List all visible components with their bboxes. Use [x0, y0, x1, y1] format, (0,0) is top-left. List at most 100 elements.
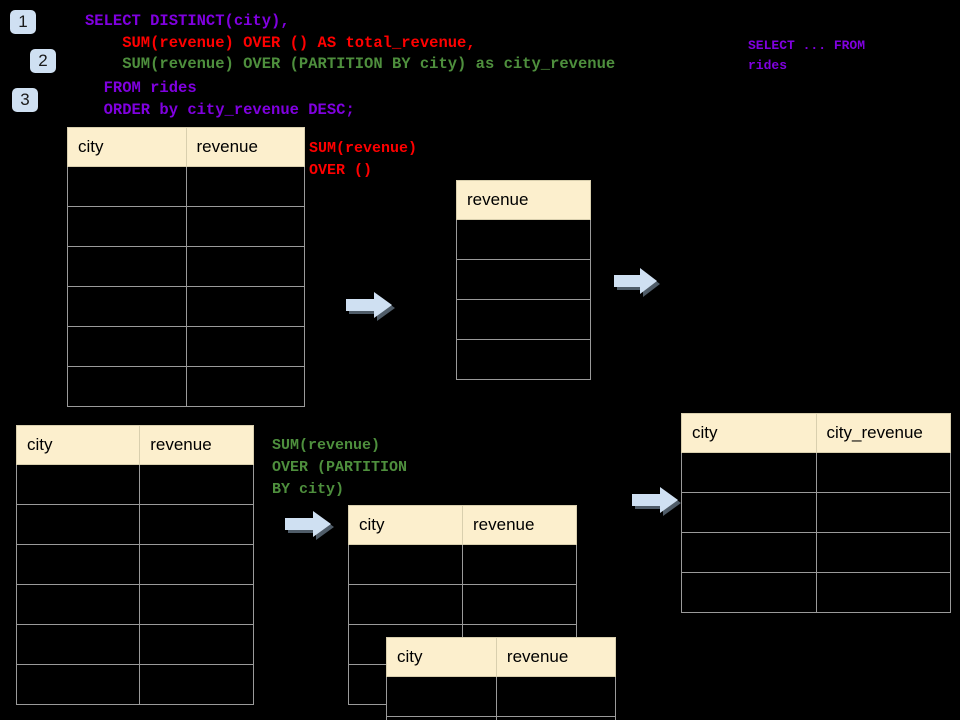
table-row [456, 219, 591, 260]
table-row [456, 339, 591, 380]
table-header-row: revenue [456, 180, 591, 220]
table-cell-revenue [185, 326, 305, 367]
table-cell-revenue [139, 504, 254, 545]
source-table-top: city revenue [67, 127, 305, 407]
table-cell-revenue [495, 716, 617, 720]
table-cell-city [67, 326, 187, 367]
table-header-row: city revenue [348, 505, 577, 545]
result-table: city city_revenue [681, 413, 951, 613]
source-table-bottom: city revenue [15, 425, 254, 705]
step-badge-1[interactable]: 1 [10, 10, 36, 34]
table-header-row: city city_revenue [681, 413, 951, 453]
total-revenue-table: revenue [456, 180, 591, 380]
column-header-city: city [15, 425, 141, 465]
column-header-revenue: revenue [462, 505, 577, 545]
table-cell-city [348, 584, 463, 625]
table-cell-city [15, 544, 141, 585]
table-cell-city [15, 464, 141, 505]
column-header-revenue: revenue [495, 637, 617, 677]
sql-line-city-revenue: SUM(revenue) OVER (PARTITION BY city) as… [85, 55, 616, 73]
table-cell-revenue [139, 464, 254, 505]
table-row [15, 624, 254, 665]
table-cell-revenue [139, 624, 254, 665]
table-cell-city [67, 286, 187, 327]
sql-line-select: SELECT DISTINCT(city), [85, 12, 290, 30]
column-header-revenue: revenue [456, 180, 591, 220]
table-cell-city [15, 584, 141, 625]
sql-line-total-revenue: SUM(revenue) OVER () AS total_revenue, [85, 33, 476, 52]
column-header-revenue: revenue [185, 127, 305, 167]
table-cell-revenue [456, 339, 591, 380]
table-cell-city-revenue [815, 492, 951, 533]
table-row [15, 464, 254, 505]
table-row [456, 299, 591, 340]
table-cell-city [15, 664, 141, 705]
table-row [67, 206, 305, 247]
table-row [456, 259, 591, 300]
sql-line-order-by: ORDER by city_revenue DESC; [85, 101, 355, 119]
column-header-city: city [681, 413, 817, 453]
table-row [681, 452, 951, 493]
table-cell-revenue [456, 219, 591, 260]
table-cell-revenue [462, 544, 577, 585]
arrow-total-to-result-icon [614, 268, 660, 297]
table-row [67, 326, 305, 367]
table-cell-city [681, 492, 817, 533]
table-cell-revenue [456, 259, 591, 300]
table-cell-city [15, 624, 141, 665]
table-cell-city [681, 572, 817, 613]
table-cell-revenue [185, 246, 305, 287]
table-cell-city [386, 716, 497, 720]
table-cell-revenue [139, 544, 254, 585]
annotation-sum-over-empty: SUM(revenue) OVER () [309, 140, 418, 179]
step-badge-2[interactable]: 2 [30, 49, 56, 73]
sidenote-select-from-rides: SELECT ... FROM rides [748, 38, 866, 73]
step-badge-3[interactable]: 3 [12, 88, 38, 112]
table-row [67, 166, 305, 207]
table-cell-revenue [139, 664, 254, 705]
partition-table-front: city revenue [386, 637, 617, 720]
table-cell-revenue [456, 299, 591, 340]
table-row [15, 504, 254, 545]
table-row [386, 676, 617, 717]
table-cell-city [67, 166, 187, 207]
table-cell-revenue [185, 286, 305, 327]
table-cell-city [67, 246, 187, 287]
arrow-source-to-partition-icon [285, 511, 334, 540]
table-header-row: city revenue [67, 127, 305, 167]
column-header-revenue: revenue [139, 425, 254, 465]
column-header-city-revenue: city_revenue [815, 413, 951, 453]
table-row [67, 246, 305, 287]
table-row [15, 664, 254, 705]
table-row [348, 544, 577, 585]
table-cell-revenue [495, 676, 617, 717]
table-row [67, 366, 305, 407]
table-row [15, 584, 254, 625]
column-header-city: city [386, 637, 497, 677]
table-cell-city-revenue [815, 532, 951, 573]
table-cell-revenue [462, 584, 577, 625]
table-row [15, 544, 254, 585]
table-header-row: city revenue [386, 637, 617, 677]
table-cell-city [67, 366, 187, 407]
table-cell-city-revenue [815, 572, 951, 613]
table-row [67, 286, 305, 327]
annotation-sum-over-partition: SUM(revenue) OVER (PARTITION BY city) [272, 437, 408, 498]
table-cell-revenue [185, 206, 305, 247]
table-cell-revenue [185, 166, 305, 207]
arrow-source-to-total-icon [346, 292, 395, 321]
table-header-row: city revenue [15, 425, 254, 465]
table-row [681, 572, 951, 613]
column-header-city: city [67, 127, 187, 167]
table-cell-city [386, 676, 497, 717]
sql-line-from: FROM rides [85, 79, 197, 97]
table-cell-city [15, 504, 141, 545]
table-cell-revenue [139, 584, 254, 625]
table-row [386, 716, 617, 720]
arrow-partition-to-result-icon [632, 487, 681, 516]
table-cell-city-revenue [815, 452, 951, 493]
table-cell-revenue [185, 366, 305, 407]
column-header-city: city [348, 505, 463, 545]
table-cell-city [681, 532, 817, 573]
